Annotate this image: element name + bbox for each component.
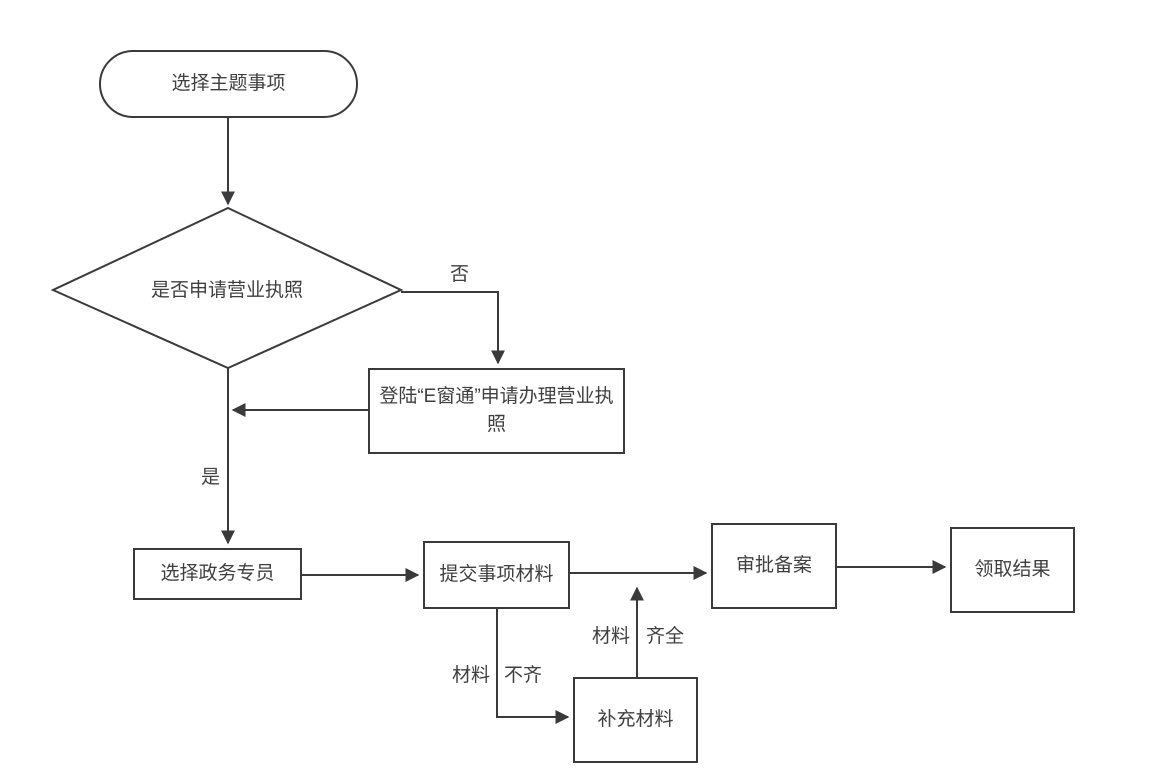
edge-label-incomplete-part2: 不齐	[503, 665, 542, 686]
node-select-specialist: 选择政务专员	[133, 548, 302, 600]
node-login-e-window: 登陆“E窗通”申请办理营业执照	[368, 368, 625, 454]
edge-label-complete-part1: 材料	[592, 626, 631, 647]
decision-diamond-shape	[50, 206, 404, 370]
node-start-label: 选择主题事项	[171, 72, 286, 94]
node-login-label: 登陆“E窗通”申请办理营业执照	[379, 385, 614, 436]
node-collect-result: 领取结果	[950, 527, 1075, 613]
edge-label-incomplete-part1: 材料	[452, 665, 491, 686]
node-select-label: 选择政务专员	[160, 562, 275, 584]
edge-label-complete-part2: 齐全	[645, 626, 684, 647]
edge-submit-to-supplement	[496, 609, 570, 724]
edge-decision-no-to-login	[401, 291, 505, 365]
node-decision-label: 是否申请营业执照	[150, 279, 303, 301]
node-result-label: 领取结果	[974, 558, 1051, 580]
edge-label-yes: 是	[201, 467, 221, 488]
node-start-terminator: 选择主题事项	[99, 50, 358, 118]
node-submit-materials: 提交事项材料	[423, 541, 570, 609]
node-approval-label: 审批备案	[735, 554, 812, 576]
node-decision: 是否申请营业执照	[53, 208, 401, 368]
node-supplement-label: 补充材料	[597, 708, 674, 730]
node-supplement-materials: 补充材料	[573, 677, 698, 763]
edge-label-materials-complete: 材料 齐全	[592, 626, 684, 649]
edge-label-no: 否	[450, 264, 470, 285]
edge-label-materials-incomplete: 材料 不齐	[452, 665, 542, 688]
node-submit-label: 提交事项材料	[439, 563, 554, 585]
node-approval-filing: 审批备案	[711, 523, 837, 609]
